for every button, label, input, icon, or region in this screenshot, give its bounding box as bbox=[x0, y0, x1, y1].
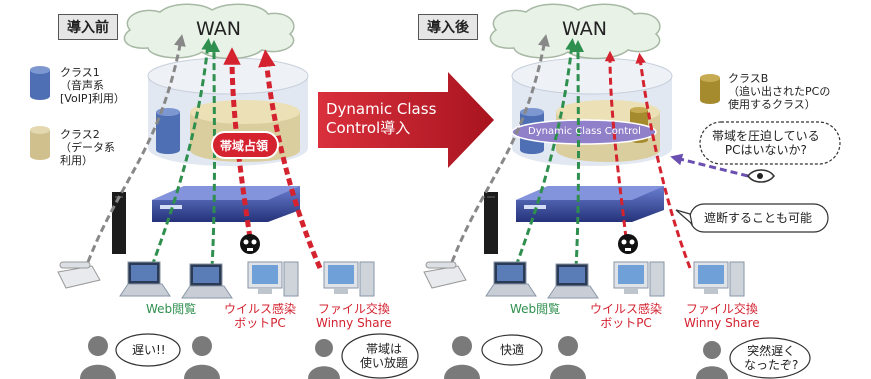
monitor-bubble-text: 帯域を圧迫している PCはいないか? bbox=[712, 129, 820, 157]
dcc-ellipse bbox=[511, 119, 657, 145]
flow-lines bbox=[450, 34, 749, 269]
skull-icon bbox=[240, 234, 260, 254]
before-panel bbox=[30, 3, 419, 379]
before-wan-label: WAN bbox=[196, 18, 241, 40]
desktop-pc-icon bbox=[613, 261, 665, 297]
desktop-pc-icon bbox=[693, 261, 745, 297]
after-title: 導入後 bbox=[418, 14, 478, 40]
eye-icon bbox=[747, 169, 775, 183]
legend-classB-cylinder-icon bbox=[700, 74, 720, 104]
bubble-slow-text: 遅い!! bbox=[132, 343, 166, 357]
router-icon bbox=[152, 186, 300, 222]
legend-class2-label: クラス2 （データ系 利用） bbox=[60, 128, 115, 167]
voip-flow-line bbox=[450, 34, 550, 263]
share-flow-line bbox=[258, 49, 323, 270]
occupy-label: 帯域占領 bbox=[220, 139, 269, 153]
monitor-line bbox=[670, 153, 749, 178]
dcc-label: Dynamic Class Control bbox=[528, 126, 641, 137]
person-icon bbox=[184, 336, 220, 379]
server-icon bbox=[484, 192, 498, 254]
router-icon bbox=[516, 186, 664, 222]
speech-bubble-unlimited bbox=[341, 333, 419, 379]
after-virus-label: ウイルス感染 ボットPC bbox=[590, 302, 663, 330]
phone-icon bbox=[57, 261, 101, 289]
after-wan-label: WAN bbox=[562, 18, 607, 40]
web-flow-line-1 bbox=[150, 38, 214, 267]
virus-flow-line bbox=[223, 47, 253, 239]
laptop-icon bbox=[181, 263, 233, 299]
person-icon bbox=[308, 339, 340, 379]
introduce-arrow-icon bbox=[318, 72, 494, 168]
after-web-label: Web閲覧 bbox=[510, 302, 561, 316]
monitor-bubble bbox=[699, 121, 841, 165]
laptop-icon bbox=[547, 263, 599, 299]
web-flow-line-1 bbox=[514, 38, 578, 267]
before-title: 導入前 bbox=[58, 14, 118, 40]
legend-class2-cylinder-icon bbox=[30, 126, 50, 160]
phone-icon bbox=[423, 261, 467, 289]
person-icon bbox=[444, 336, 480, 379]
share-flow-line bbox=[635, 52, 692, 269]
legend-class1-cylinder-icon bbox=[30, 66, 50, 100]
laptop-icon bbox=[485, 261, 537, 297]
voip-flow-line bbox=[86, 34, 186, 263]
after-share-label: ファイル交換 Winny Share bbox=[684, 302, 760, 330]
web-flow-line-2 bbox=[208, 40, 221, 269]
bubble-sudden-text: 突然遅く なったぞ? bbox=[744, 344, 799, 372]
desktop-pc-icon bbox=[247, 261, 299, 297]
person-icon bbox=[696, 341, 728, 379]
legend-classB-label: クラスB （追い出されたPCの 使用するクラス） bbox=[728, 72, 831, 111]
bandwidth-cylinder-icon bbox=[511, 57, 673, 166]
person-icon bbox=[550, 336, 586, 379]
flow-lines bbox=[86, 34, 323, 270]
skull-icon bbox=[618, 234, 638, 254]
wan-cloud-icon bbox=[123, 3, 295, 60]
speech-bubble-slow bbox=[115, 333, 181, 367]
bubble-unlimited-text: 帯域は 使い放題 bbox=[360, 342, 409, 370]
speech-bubble-comfortable bbox=[481, 334, 543, 366]
legend-class1-label: クラス1 （音声系 [VoIP]利用） bbox=[60, 66, 125, 105]
server-icon bbox=[112, 192, 126, 254]
arrow-label: Dynamic Class Control導入 bbox=[326, 100, 437, 137]
speech-bubble-sudden bbox=[729, 337, 811, 379]
web-flow-line-2 bbox=[572, 40, 585, 269]
before-virus-label: ウイルス感染 ボットPC bbox=[224, 302, 297, 330]
desktop-pc-icon bbox=[323, 261, 375, 297]
block-bubble-text: 遮断することも可能 bbox=[704, 211, 813, 225]
before-share-label: ファイル交換 Winny Share bbox=[316, 302, 392, 330]
after-panel bbox=[423, 3, 841, 379]
occupy-tag bbox=[211, 131, 279, 159]
wan-cloud-icon bbox=[489, 3, 661, 60]
bubble-comfortable-text: 快適 bbox=[500, 343, 525, 357]
before-web-label: Web閲覧 bbox=[146, 302, 197, 316]
person-icon bbox=[80, 336, 116, 379]
virus-flow-line bbox=[604, 50, 628, 239]
laptop-icon bbox=[119, 261, 171, 297]
